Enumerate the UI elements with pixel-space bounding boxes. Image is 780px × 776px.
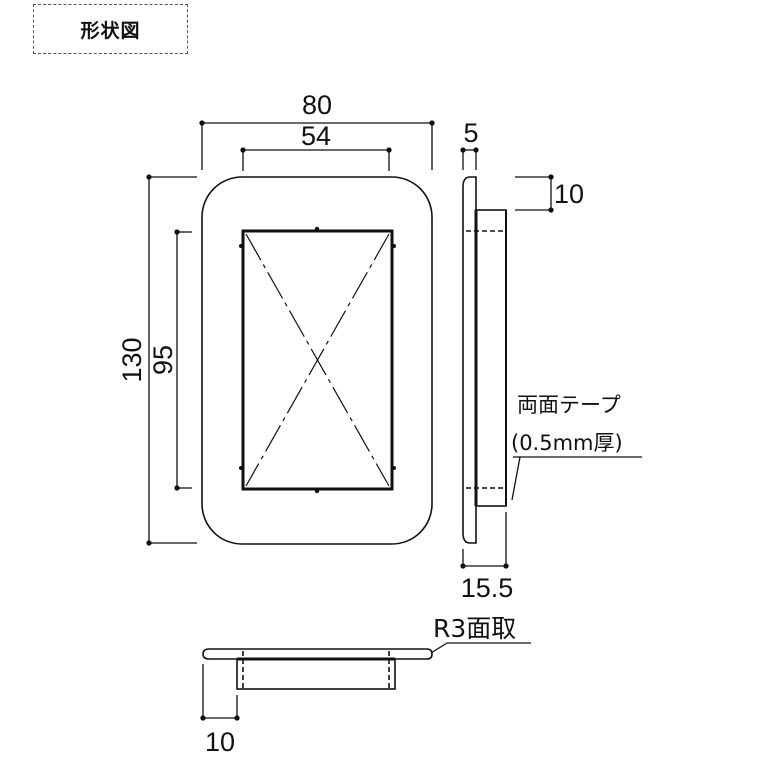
dim-depth-15-5 (460, 512, 509, 569)
label-tape-thickness: (0.5mm厚) (511, 431, 623, 455)
label-95: 95 (148, 345, 178, 375)
dim-width-54 (240, 147, 392, 171)
side-body (475, 209, 507, 507)
label-chamfer: R3面取 (433, 614, 516, 643)
dim-step-10 (515, 174, 554, 213)
outer-plate (201, 176, 433, 545)
label-80: 80 (302, 90, 332, 120)
dim-width-80 (199, 120, 435, 170)
side-view (462, 176, 507, 544)
dim-bottom-10 (200, 664, 240, 721)
bottom-body (236, 658, 396, 690)
label-130: 130 (117, 337, 147, 382)
label-15-5: 15.5 (461, 573, 514, 603)
label-5: 5 (463, 118, 478, 148)
tape-leader (511, 456, 642, 501)
label-54: 54 (301, 121, 331, 151)
bottom-view (202, 648, 433, 690)
chamfer-leader (430, 642, 531, 654)
title-text: 形状図 (80, 19, 141, 42)
side-flange (462, 176, 477, 544)
label-tape: 両面テープ (517, 393, 621, 417)
dim-flange-5 (460, 147, 479, 170)
recess-cross-lines (245, 233, 390, 487)
dim-height-95 (174, 229, 192, 491)
title-label: 形状図 (33, 4, 188, 54)
label-bottom-10: 10 (205, 727, 235, 757)
label-side-10: 10 (554, 179, 584, 209)
dim-height-130 (146, 174, 197, 546)
front-view (201, 176, 433, 545)
recess-markers (239, 226, 396, 494)
bottom-plate (202, 648, 433, 660)
